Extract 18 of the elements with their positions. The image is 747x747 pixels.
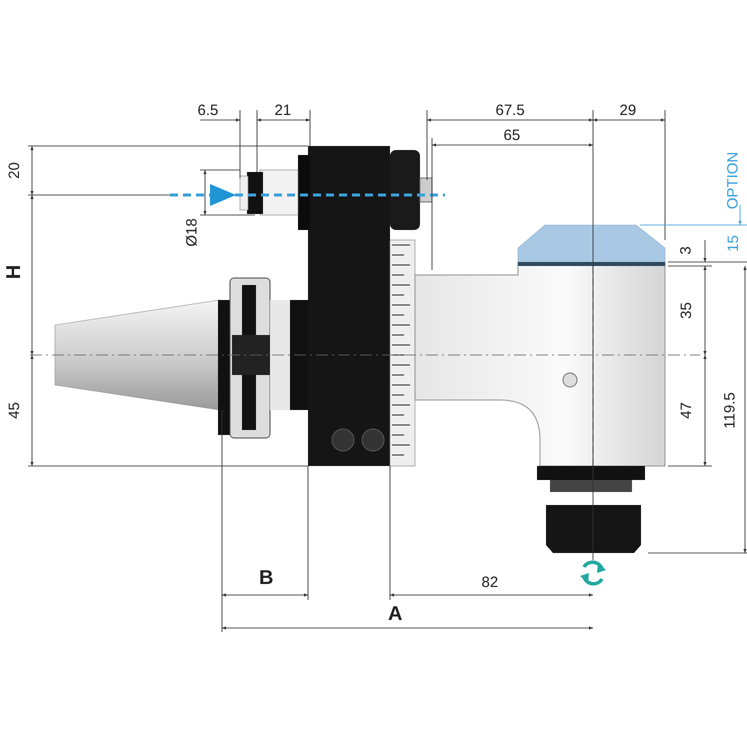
dimension-label: 47: [678, 402, 694, 418]
dimension-label: 20: [6, 162, 22, 178]
dimension-label: 67.5: [496, 102, 525, 118]
dimension-label: 82: [482, 574, 498, 590]
option-label: 15: [725, 234, 740, 252]
option-label: OPTION: [725, 151, 740, 209]
dimension-label: 35: [678, 302, 694, 318]
dimension-label: 21: [274, 102, 292, 118]
dimension-label: 3: [678, 246, 694, 254]
dimension-label: A: [388, 604, 402, 624]
dimension-label: 45: [6, 402, 22, 418]
dimension-label: 65: [504, 128, 520, 142]
dimension-label: 6.5: [198, 102, 218, 118]
dimension-label: 119.5: [722, 392, 738, 428]
dimension-label: Ø18: [184, 218, 200, 246]
dimension-label: B: [259, 568, 274, 588]
dimension-label: 29: [620, 102, 636, 118]
dimension-label: H: [4, 264, 24, 280]
